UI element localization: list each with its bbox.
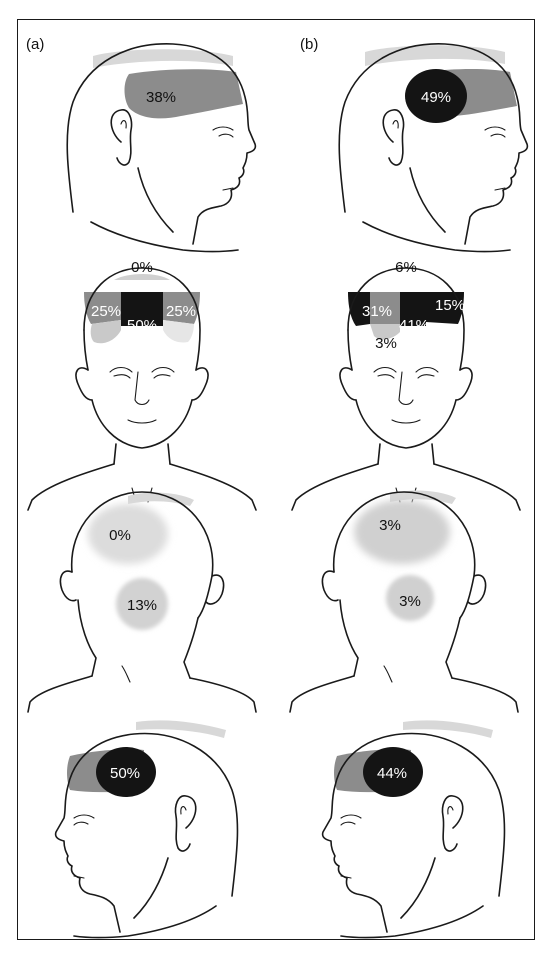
front-right-pct-b: 15% xyxy=(435,297,465,314)
row-back-b: 3% 3% xyxy=(290,491,518,712)
row-back-a: 0% 13% xyxy=(28,492,256,712)
front-left-pct-a: 25% xyxy=(91,303,121,320)
temporal-pct-b: 49% xyxy=(421,89,451,106)
back-parietal-pct-b: 3% xyxy=(379,517,401,534)
row-left-side-a: 50% xyxy=(56,720,238,937)
row-right-side-b: 49% xyxy=(339,44,527,252)
back-occipital-pct-a: 13% xyxy=(127,597,157,614)
front-center-pct-b: 41% xyxy=(399,317,429,334)
left-temporal-pct-a: 50% xyxy=(110,765,140,782)
front-orbital-pct-b: 3% xyxy=(375,335,397,352)
front-left-pct-b: 31% xyxy=(362,303,392,320)
front-vertex-pct-a: 0% xyxy=(131,259,153,276)
parietal-region-b xyxy=(354,500,450,564)
row-left-side-b: 44% xyxy=(323,720,505,937)
row-front-a: 0% 25% 25% 50% xyxy=(28,259,256,510)
front-right-pct-a: 25% xyxy=(166,303,196,320)
front-center-pct-a: 50% xyxy=(127,317,157,334)
temporal-region-a xyxy=(125,69,244,118)
temporal-pct-a: 38% xyxy=(146,89,176,106)
left-temporal-pct-b: 44% xyxy=(377,765,407,782)
row-right-side-a: 38% xyxy=(67,44,255,252)
back-parietal-pct-a: 0% xyxy=(109,527,131,544)
row-front-b: 6% 31% 15% 41% 3% xyxy=(292,259,520,510)
front-vertex-pct-b: 6% xyxy=(395,259,417,276)
back-occipital-pct-b: 3% xyxy=(399,593,421,610)
